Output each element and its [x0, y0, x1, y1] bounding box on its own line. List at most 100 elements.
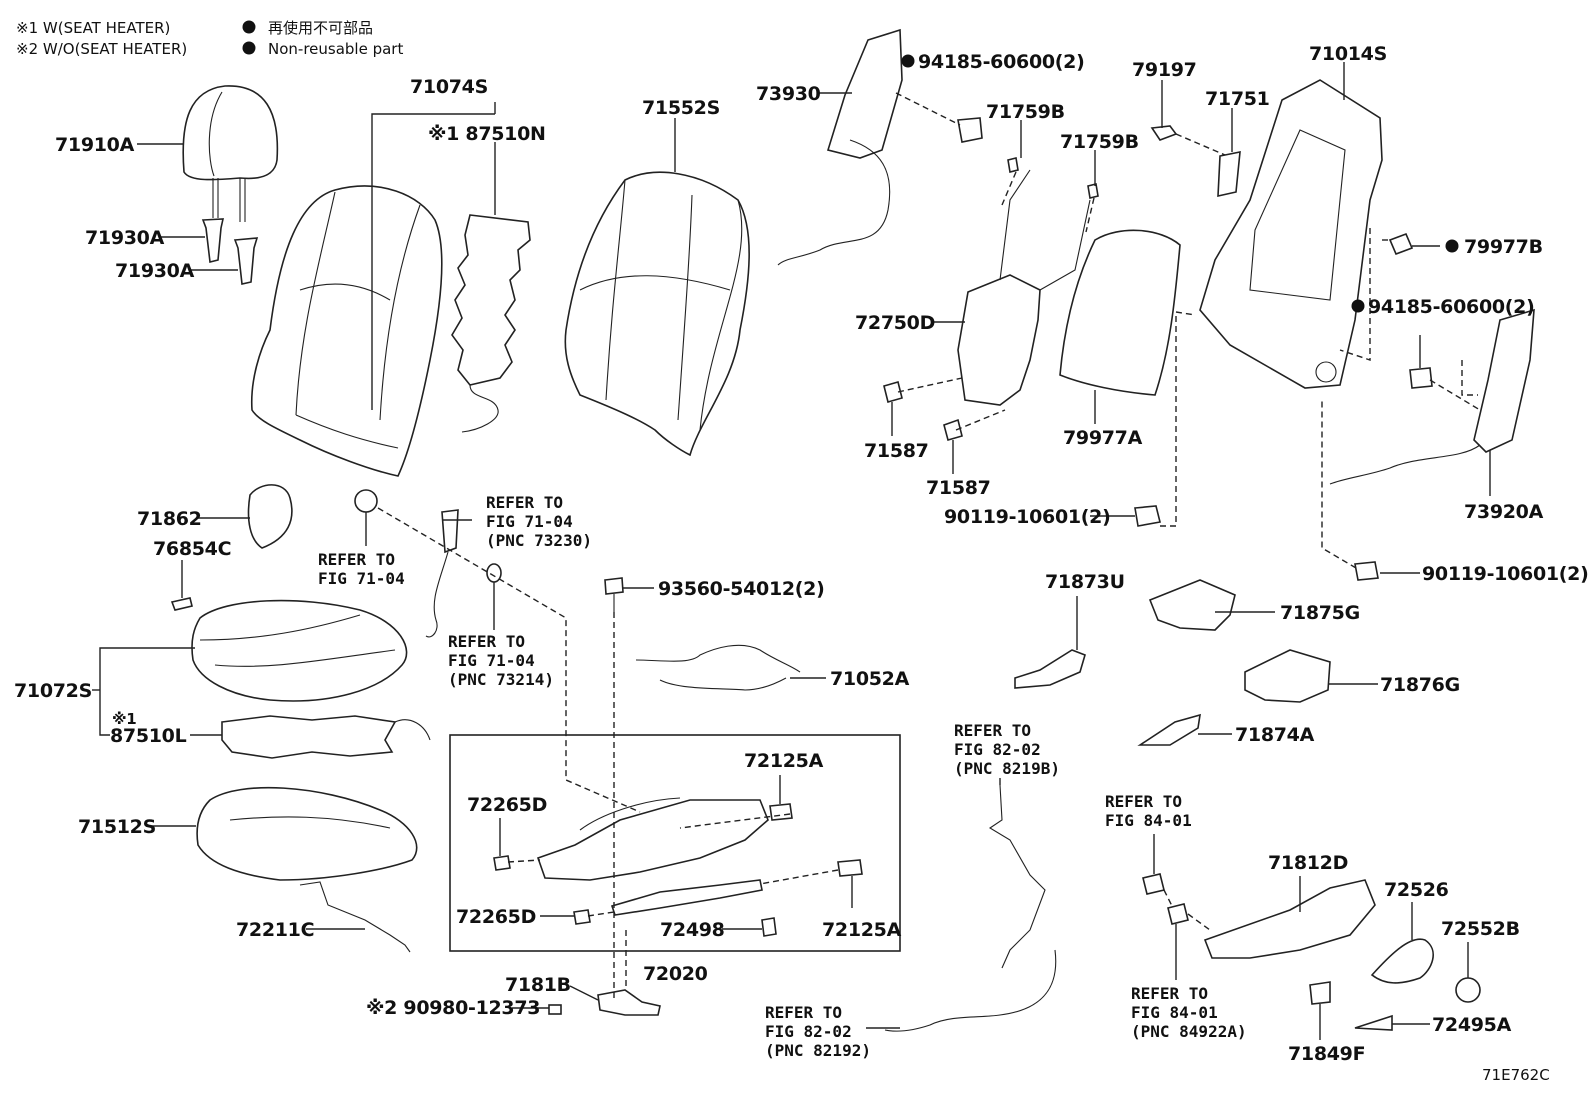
- bolt-90119-shape: [1134, 505, 1161, 527]
- part-label-71759B: 71759B: [1060, 131, 1139, 153]
- bracket-71876G-shape: [1244, 649, 1331, 703]
- part-label-71873U: 71873U: [1045, 571, 1125, 593]
- connector-90980-shape: [548, 1004, 562, 1015]
- refer-note-pnc-73214: REFER TO FIG 71-04 (PNC 73214): [448, 632, 554, 689]
- side-cover-71862-shape: [247, 484, 293, 549]
- seatback-frame-shape: [1199, 79, 1383, 389]
- part-label-79197: 79197: [1132, 59, 1197, 81]
- part-label-73930: 73930: [756, 83, 821, 105]
- part-label-87510N: ※1 87510N: [428, 123, 546, 145]
- part-label-71874A: 71874A: [1235, 724, 1315, 746]
- bolt-79197-shape: [1150, 125, 1178, 141]
- svg-text:REFER TO: REFER TO: [1105, 792, 1182, 811]
- clip-71587-shape: [943, 418, 963, 441]
- pad-71751-shape: [1217, 151, 1241, 198]
- svg-text:(PNC 73214): (PNC 73214): [448, 670, 554, 689]
- part-label-71812D: 71812D: [1268, 852, 1348, 874]
- seat-track-assembly-box: [449, 734, 901, 952]
- part-label-7181B: 7181B: [505, 974, 571, 996]
- svg-text:FIG 84-01: FIG 84-01: [1105, 811, 1192, 830]
- part-label-71759B: 71759B: [986, 101, 1065, 123]
- part-label-94185-60600: 94185-60600(2): [1368, 296, 1534, 318]
- nonreusable-dot-icon: [901, 54, 915, 68]
- side-airbag-left-shape: [826, 28, 903, 159]
- part-label-71875G: 71875G: [1280, 602, 1360, 624]
- svg-text:FIG 71-04: FIG 71-04: [448, 651, 535, 670]
- clip-71587-shape: [883, 381, 903, 403]
- figure-code: 71E762C: [1482, 1066, 1550, 1084]
- refer-note-pnc-84922a: REFER TO FIG 84-01 (PNC 84922A): [1131, 984, 1247, 1041]
- bracket-71875G-shape: [1148, 579, 1236, 631]
- nonreusable-dot-icon: [1445, 239, 1459, 253]
- part-label-72211C: 72211C: [236, 919, 314, 941]
- svg-text:REFER TO: REFER TO: [1131, 984, 1208, 1003]
- seatback-heater-shape: [451, 214, 531, 386]
- svg-text:REFER TO: REFER TO: [954, 721, 1031, 740]
- legend-note-1: ※1 W(SEAT HEATER): [16, 19, 170, 37]
- part-label-90119-10601: 90119-10601(2): [1422, 563, 1588, 585]
- nonreusable-dot-icon: [1351, 299, 1365, 313]
- bracket-71873U-shape: [1014, 649, 1086, 689]
- clip-72125A-shape: [769, 803, 793, 821]
- wire-harness-shape: [635, 644, 801, 691]
- nut-94185-shape: [1409, 367, 1433, 389]
- refer-to-notes: REFER TO FIG 71-04 (PNC 73230) REFER TO …: [318, 493, 1247, 1060]
- lumbar-spring-shape: [957, 274, 1041, 406]
- svg-text:(PNC 82192): (PNC 82192): [765, 1041, 871, 1060]
- svg-text:FIG 82-02: FIG 82-02: [765, 1022, 852, 1041]
- leader-lines: [92, 62, 1491, 1040]
- svg-text:FIG 82-02: FIG 82-02: [954, 740, 1041, 759]
- headrest-shape: [182, 85, 279, 181]
- part-label-71849F: 71849F: [1288, 1043, 1365, 1065]
- part-label-93560-54012: 93560-54012(2): [658, 578, 824, 600]
- legend-nonreusable-jp: 再使用不可部品: [268, 19, 373, 37]
- bracket-71874A-shape: [1137, 713, 1201, 746]
- part-label-71930A: 71930A: [85, 227, 165, 249]
- part-label-72552B: 72552B: [1441, 918, 1520, 940]
- seat-rail-shape: [610, 879, 763, 916]
- cushion-cover-shape: [191, 599, 408, 702]
- part-label-71072S: 71072S: [14, 680, 92, 702]
- clip-71759B-shape: [1087, 183, 1099, 199]
- nonreusable-dot-icon: [242, 20, 256, 34]
- seatback-pad-shape: [564, 171, 750, 457]
- part-label-79977A: 79977A: [1063, 427, 1143, 449]
- legend-note-2: ※2 W/O(SEAT HEATER): [16, 40, 187, 58]
- svg-text:(PNC 84922A): (PNC 84922A): [1131, 1022, 1247, 1041]
- part-label-71552S: 71552S: [642, 97, 720, 119]
- part-drawings: [170, 28, 1535, 1032]
- bolt-84-01-shape: [1142, 873, 1165, 895]
- part-label-72125A: 72125A: [822, 919, 902, 941]
- side-shield-shape: [1203, 879, 1376, 959]
- bezel-71-04-shape: [354, 489, 378, 513]
- bracket-7181B-shape: [597, 989, 661, 1016]
- clip-72265D-shape: [493, 855, 511, 871]
- svg-text:REFER TO: REFER TO: [765, 1003, 842, 1022]
- svg-text:FIG 84-01: FIG 84-01: [1131, 1003, 1218, 1022]
- svg-text:REFER TO: REFER TO: [318, 550, 395, 569]
- pad-79977B-shape: [1388, 232, 1414, 256]
- legend: ※1 W(SEAT HEATER) ※2 W/O(SEAT HEATER) 再使…: [16, 19, 403, 58]
- cover-71849F-shape: [1309, 981, 1331, 1005]
- part-label-71074S: 71074S: [410, 76, 488, 98]
- clip-72125A-shape: [837, 859, 863, 877]
- part-label-71751: 71751: [1205, 88, 1270, 110]
- clip-72498-shape: [761, 917, 777, 937]
- part-label-72495A: 72495A: [1432, 1014, 1512, 1036]
- cushion-wire-shape: [299, 881, 411, 953]
- refer-note-pnc-82192: REFER TO FIG 82-02 (PNC 82192): [765, 1003, 871, 1060]
- part-label-71587: 71587: [926, 477, 991, 499]
- cap-72552B-shape: [1455, 977, 1481, 1003]
- headrest-guide-shape: [201, 218, 225, 263]
- buckle-73230-shape: [441, 509, 459, 554]
- svg-text:FIG 71-04: FIG 71-04: [486, 512, 573, 531]
- svg-text:FIG 71-04: FIG 71-04: [318, 569, 405, 588]
- nut-94185-shape: [957, 117, 983, 143]
- svg-text:REFER TO: REFER TO: [448, 632, 525, 651]
- cushion-pad-shape: [196, 786, 418, 881]
- svg-text:(PNC 73230): (PNC 73230): [486, 531, 592, 550]
- headrest-guide-shape: [233, 237, 259, 285]
- part-label-72750D: 72750D: [855, 312, 935, 334]
- part-label-76854C: 76854C: [153, 538, 231, 560]
